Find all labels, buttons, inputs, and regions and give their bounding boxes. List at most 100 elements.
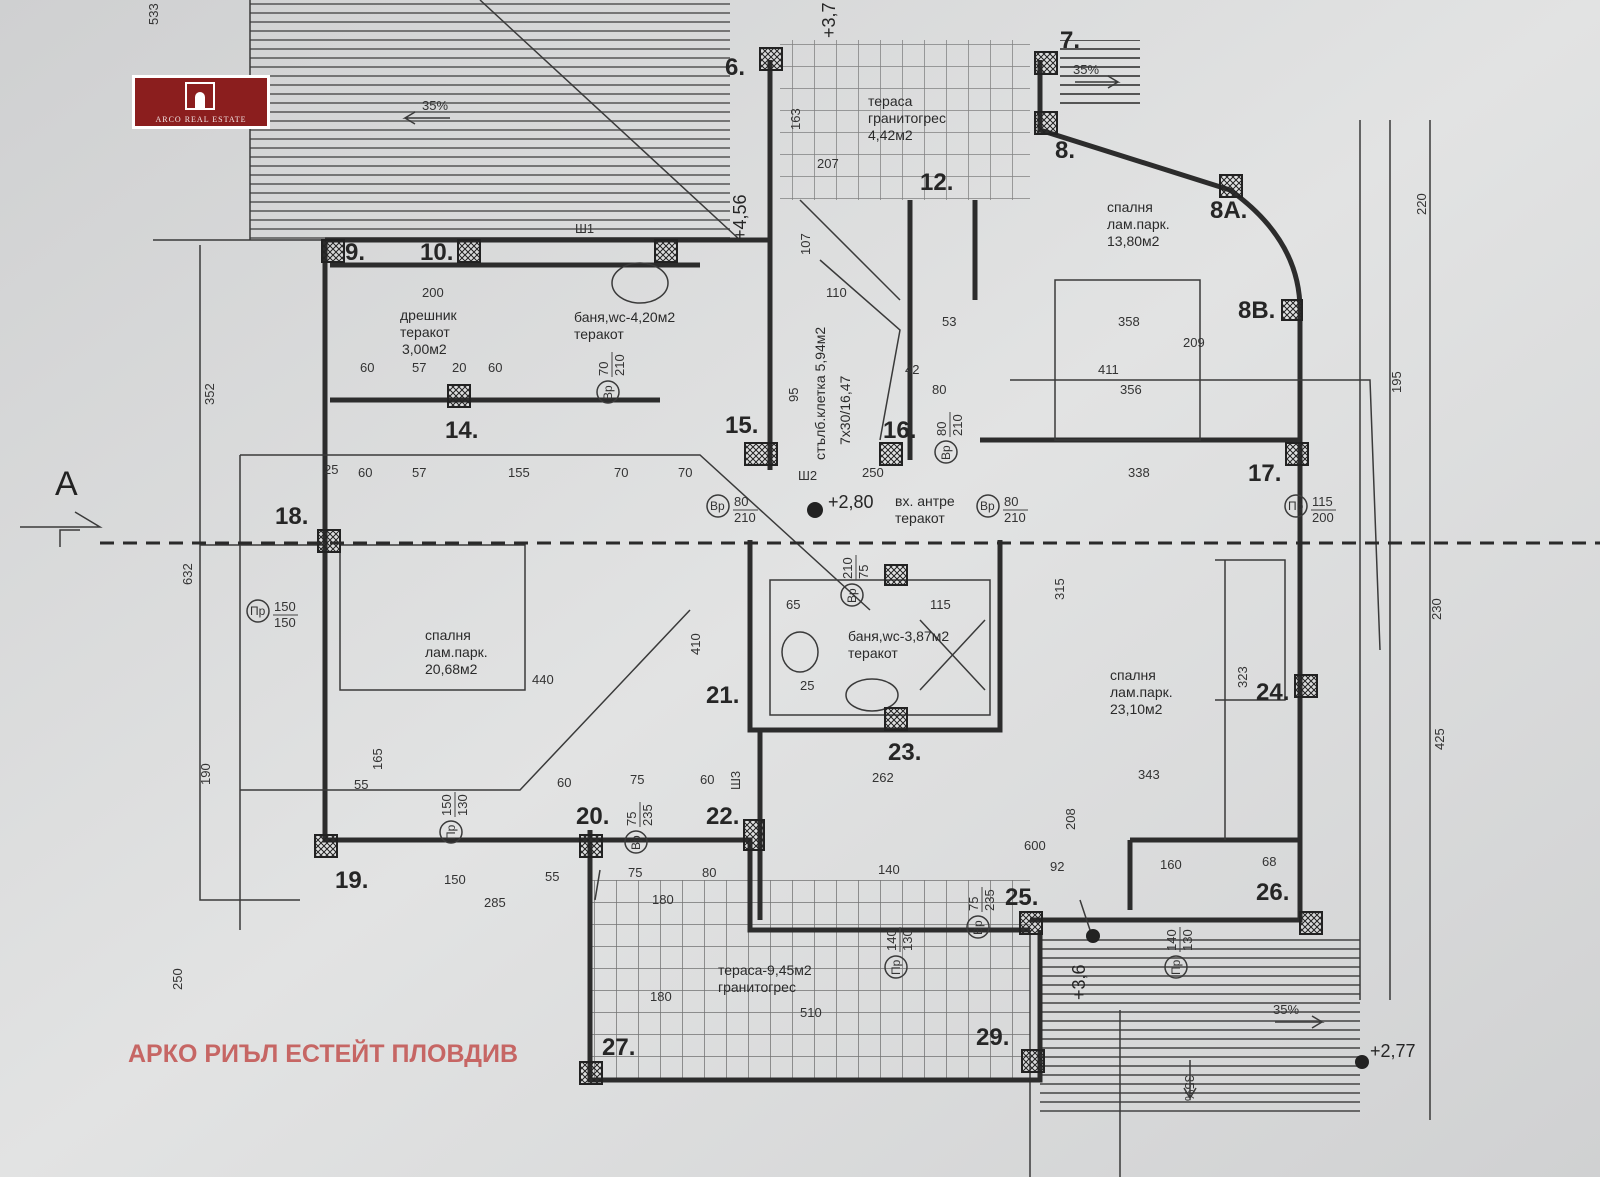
opening-type: Вр [980,499,995,513]
elevation-point-icon [807,502,823,518]
dimension-label: 163 [788,108,803,130]
opening-width: 210 [840,557,855,579]
slope-arrow-icon [1183,1060,1197,1101]
axis-label: 18. [275,503,308,530]
dimension-label: 165 [370,748,385,770]
opening-tag-circle [439,820,463,844]
dimension-label: 60 [358,465,372,480]
shaft-label: Ш2 [798,468,817,483]
dimension-label: 92 [1050,859,1064,874]
room-floor: теракот [895,510,945,526]
elevation-marks: +2,80 +3,7 +4,56 +3,6 +2,77 35% 35% 35% … [402,2,1416,1101]
dimension-label: 150 [444,872,466,887]
room-floor: теракот [848,645,898,661]
dimension-label: 358 [1118,314,1140,329]
dimension-label: 600 [1024,838,1046,853]
room-floor: 7x30/16,47 [837,376,853,445]
dimension-label: 510 [800,1005,822,1020]
dimension-label: 410 [688,633,703,655]
dimension-label: 440 [532,672,554,687]
room-area: 20,68м2 [425,661,478,677]
room-floor: теракот [574,326,624,342]
dimension-label: 60 [700,772,714,787]
axis-label: 29. [976,1024,1009,1051]
dimension-label: 65 [786,597,800,612]
dimension-label: 411 [1098,362,1119,377]
axis-label: 23. [888,739,921,766]
room-floor: теракот [400,324,450,340]
room-floor: гранитогрес [718,979,796,995]
dimension-label: 55 [354,777,368,792]
room-name: спалня [1107,199,1153,215]
dimension-label: 68 [1262,854,1276,869]
room-name: тераса [868,93,913,109]
opening-tag-circle [624,830,648,854]
opening-height: 130 [900,929,915,951]
opening-height: 210 [734,510,756,525]
opening-height: 130 [455,794,470,816]
axis-label: 8. [1055,137,1075,164]
dimension-label: 107 [798,233,813,255]
dimension-label: 70 [678,465,692,480]
axis-label: 20. [576,803,609,830]
axis-label: 25. [1005,884,1038,911]
arch-icon [185,82,215,110]
opening-width: 140 [884,929,899,951]
opening-tag-circle [1284,494,1308,518]
elevation-label: +3,6 [1069,964,1089,1000]
opening-tag-circle [1164,955,1188,979]
opening-type: Пр [889,959,903,975]
room-floor: лам.парк. [1110,684,1173,700]
opening-type: Пр [444,824,458,840]
opening-width: 75 [624,812,639,826]
dimension-label: 180 [652,892,674,907]
axis-label: 15. [725,412,758,439]
dimension-label: 230 [1429,598,1444,620]
opening-width: 150 [439,794,454,816]
axis-label: 9. [345,239,365,266]
room-area: 23,10м2 [1110,701,1163,717]
dimension-label: 195 [1389,371,1404,393]
opening-tag-circle [246,599,270,623]
opening-tag-circle [884,955,908,979]
room-name: стълб.клетка 5,94м2 [812,327,828,460]
dimension-label: 75 [628,865,642,880]
dimension-label: 338 [1128,465,1150,480]
shaft-label: Ш3 [728,771,743,790]
opening-type: Пр [1169,959,1183,975]
axis-label: 22. [706,803,739,830]
opening-height: 210 [1004,510,1026,525]
opening-width: 70 [596,362,611,376]
elevation-label: +2,77 [1370,1041,1416,1061]
dimension-label: 70 [614,465,628,480]
axis-label: 6. [725,54,745,81]
watermark: АРКО РИЪЛ ЕСТЕЙТ ПЛОВДИВ [128,1038,518,1068]
room-name: вх. антре [895,493,955,509]
opening-type: Вр [971,920,985,935]
dimension-label: 250 [862,465,884,480]
columns [314,47,1323,1085]
axis-label: 24. [1256,679,1289,706]
opening-width: 75 [966,897,981,911]
axis-label: 16. [883,417,916,444]
axis-label: 17. [1248,460,1281,487]
elevation-point-icon [1086,929,1100,943]
opening-height: 75 [856,565,871,579]
dimension-label: 60 [360,360,374,375]
opening-type: Вр [939,445,953,460]
dimension-label: 80 [702,865,716,880]
opening-type: Вр [845,588,859,603]
opening-height: 150 [274,615,296,630]
elevation-label: +4,56 [730,194,750,240]
axis-label: 12. [920,169,953,196]
axis-label: 10. [420,239,453,266]
opening-type: Вр [601,385,615,400]
slope-arrow-icon [402,111,450,125]
dimension-label: 533 [146,3,161,25]
